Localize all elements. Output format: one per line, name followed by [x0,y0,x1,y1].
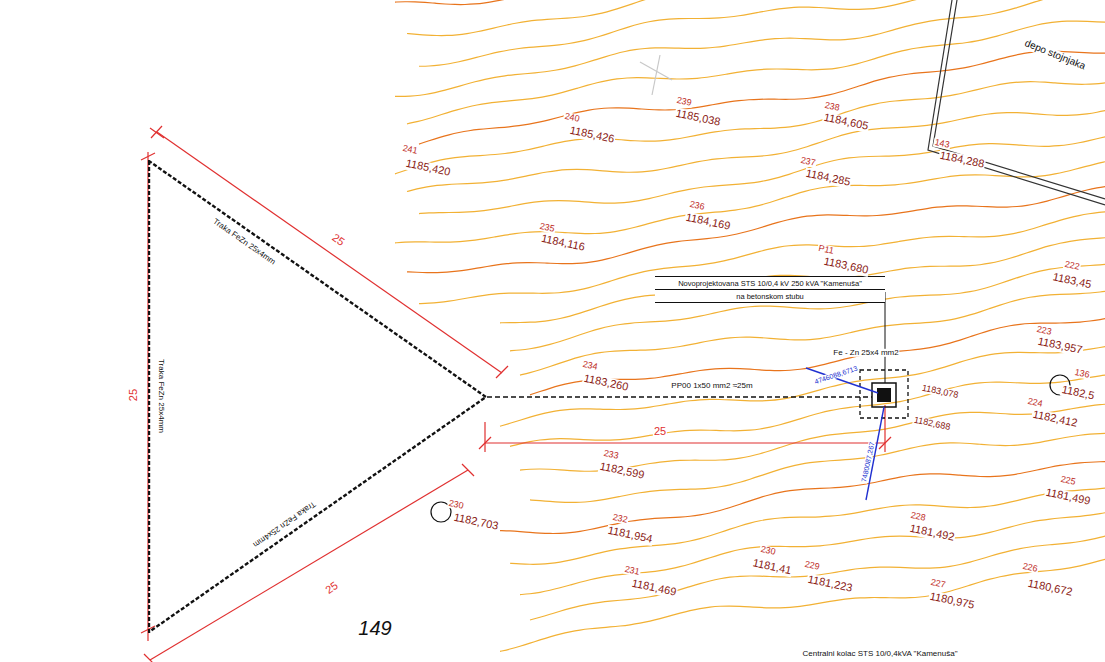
coordinate-leaders [806,368,884,500]
depot-outline [928,0,1105,205]
transformer-symbol [860,370,908,418]
parcel-number: 149 [357,618,392,639]
coordinate: 7480087,267 [860,440,876,483]
spot-height: 1180,672 [1026,577,1074,598]
point-number: 136 [1073,368,1092,381]
spot-height: 1180,975 [928,590,976,611]
spot-height: 1181,492 [908,522,956,543]
strip-label: Traka FeZn 25x4mm [211,218,276,267]
spot-height: 1184,116 [539,233,587,254]
spot-height: 1182,412 [1031,408,1079,429]
contour-line [407,186,1105,272]
spot-height: 1183,260 [582,372,630,393]
point-number: 226 [1021,562,1040,575]
note-text: PP00 1x50 mm2 ≈25m [670,382,753,390]
dimension: 25 [128,388,140,402]
contour-line [395,0,1105,5]
coordinate: 4746088,6713 [813,364,860,385]
contour-line [419,211,1105,303]
point-number: 232 [611,513,630,526]
note-text: Centralni kolac STS 10/0,4kVA "Kamenuša" [802,650,959,658]
spot-height: 1183,45 [1051,271,1093,291]
point-number: 228 [909,511,928,524]
area-label: depo stojnjaka [1022,38,1088,73]
point-number: 236 [688,200,707,213]
point-number: 222 [1063,260,1082,273]
point-number: 229 [803,560,822,573]
contour-line [510,264,1105,351]
point-number: 225 [1059,475,1078,488]
box-text: Novoprojektovana STS 10/0,4 kV 250 kVA "… [655,277,885,290]
contour-line [500,237,1105,322]
spot-height: 1183,078 [920,383,960,400]
grounding-loop: Traka FeZn 25x4mmTraka FeZn 25x4mmTraka … [148,160,487,633]
contour-line [500,461,1105,533]
spot-height: 1181,499 [1044,486,1092,507]
spot-height: 1185,420 [404,157,452,178]
contour-line [530,535,1105,620]
spot-height: 1185,426 [568,124,616,145]
spot-height: 1184,285 [804,167,852,188]
spot-height: 1184,605 [822,111,870,132]
note-text: Fe - Zn 25x4 mm2 [832,349,899,357]
point-number: 231 [623,565,642,578]
point-number: 240 [563,112,582,125]
point-number: 241 [401,144,420,157]
box-text: na betonskom stubu [655,290,885,303]
triangle-outline [148,160,487,633]
spot-height: 1184,288 [938,149,986,170]
point-number: 237 [799,156,818,169]
contour-line [395,0,1105,96]
strip-label: Traka FeZn 25x4mm [157,359,165,433]
point-number: 143 [933,138,952,151]
dimension: 25 [653,426,667,438]
contour-line [419,0,1105,66]
point-number: 233 [602,449,621,462]
point-number: 239 [675,96,694,109]
dimension: 25 [329,231,347,249]
strip-label: Traka FeZn 25x4mm [251,500,316,549]
dimension: 25 [323,579,341,597]
cable-line [487,396,872,397]
contour-line [500,558,1105,652]
contour-line [407,0,1105,36]
spot-height: 1181,954 [606,524,654,545]
contour-line [407,21,1105,124]
spot-height: 1184,169 [684,211,732,232]
point-number: 224 [1026,397,1045,410]
point-number: P11 [817,244,836,257]
point-number: 230 [447,499,466,512]
survey-cross [640,55,672,95]
contour-line [419,51,1105,144]
point-number: 227 [929,578,948,591]
spot-height: 1183,680 [822,255,870,276]
spot-height: 1182,599 [598,460,646,481]
contour-lines [395,0,1105,651]
contour-line [520,512,1105,595]
spot-height: 1181,41 [751,557,793,577]
transformer-label-box: Novoprojektovana STS 10/0,4 kV 250 kVA "… [655,276,885,303]
spot-height: 1181,469 [630,577,678,598]
spot-height: 1185,038 [674,107,722,128]
point-number: 234 [581,360,600,373]
spot-height: 1182,703 [452,511,500,532]
spot-height: 1183,957 [1036,335,1084,356]
contour-line [407,110,1105,191]
contour-line [419,136,1105,214]
spot-height: 1182,5 [1060,384,1096,403]
contour-line [520,291,1105,375]
spot-height: 1182,688 [912,415,952,432]
dimension-lines [141,126,891,662]
point-number: 230 [759,545,778,558]
ground-strip [149,161,486,632]
spot-height: 1181,223 [806,573,854,594]
contour-line [395,82,1105,174]
